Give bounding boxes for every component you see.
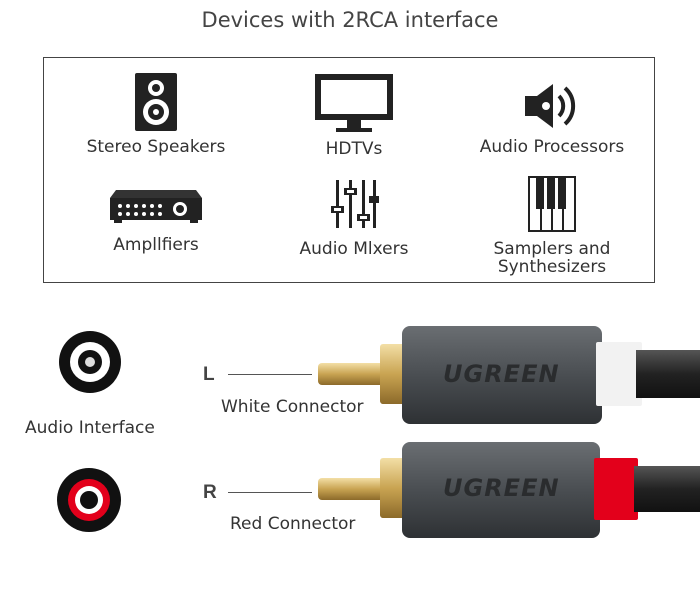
device-stereo-speakers: Stereo Speakers bbox=[54, 72, 258, 156]
brand-logo-top: UGREEN bbox=[443, 360, 560, 388]
device-label: Audio Processors bbox=[479, 137, 625, 157]
device-label: Stereo Speakers bbox=[86, 137, 226, 157]
devices-panel: Stereo Speakers HDTVs Audio Processors bbox=[43, 57, 655, 283]
device-hdtvs: HDTVs bbox=[252, 72, 456, 158]
red-connector-label: Red Connector bbox=[230, 514, 356, 534]
mixer-icon bbox=[331, 180, 379, 228]
device-label: HDTVs bbox=[325, 139, 383, 159]
tv-icon bbox=[315, 74, 393, 132]
device-label: Samplers and bbox=[493, 239, 611, 259]
device-label-line2: Synthesizers bbox=[497, 257, 607, 277]
piano-icon bbox=[528, 176, 576, 232]
right-channel-letter: R bbox=[203, 482, 217, 503]
white-connector-label: White Connector bbox=[221, 397, 364, 417]
right-leader-line bbox=[228, 492, 312, 493]
red-rca-plug bbox=[318, 442, 700, 538]
brand-logo-bottom: UGREEN bbox=[443, 474, 560, 502]
audio-interface-label: Audio Interface bbox=[25, 418, 155, 438]
device-samplers-synthesizers: Samplers and Synthesizers bbox=[450, 176, 654, 276]
left-channel-letter: L bbox=[203, 364, 215, 385]
left-leader-line bbox=[228, 374, 312, 375]
white-jack-icon bbox=[59, 331, 121, 393]
red-jack-icon bbox=[57, 468, 121, 532]
speaker-icon bbox=[135, 73, 177, 131]
white-rca-plug bbox=[318, 326, 700, 424]
device-audio-processors: Audio Processors bbox=[450, 80, 654, 156]
device-audio-mixers: Audio Mlxers bbox=[252, 178, 456, 258]
device-label: Audio Mlxers bbox=[299, 239, 409, 259]
device-label: Ampllfiers bbox=[113, 235, 199, 255]
page-title: Devices with 2RCA interface bbox=[201, 8, 499, 32]
amplifier-icon bbox=[110, 190, 202, 223]
device-amplifiers: Ampllfiers bbox=[54, 188, 258, 254]
audio-processor-icon bbox=[525, 84, 576, 128]
